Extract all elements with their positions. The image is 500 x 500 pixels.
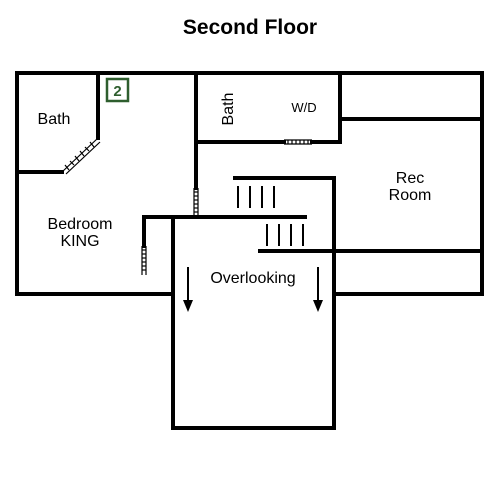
room-label-bath-left: Bath xyxy=(38,111,71,128)
down-arrow-icon xyxy=(183,267,193,312)
room-label-bedroom-line2: KING xyxy=(60,233,99,250)
down-arrow-icon xyxy=(313,267,323,312)
svg-text:2: 2 xyxy=(113,83,121,100)
room-label-bath-center: Bath xyxy=(220,93,237,126)
room-label-bedroom-line1: Bedroom xyxy=(48,216,113,233)
interior-walls xyxy=(15,71,484,296)
room-label-overlooking: Overlooking xyxy=(210,270,295,287)
room-label-wd: W/D xyxy=(291,100,316,115)
doorways xyxy=(61,137,312,275)
floor-title: Second Floor xyxy=(183,16,317,39)
floor-number-badge: 2 xyxy=(105,77,130,103)
room-label-rec-line1: Rec xyxy=(396,170,424,187)
stairs xyxy=(237,186,304,246)
outer-walls xyxy=(15,71,484,430)
room-label-rec-line2: Room xyxy=(389,187,432,204)
